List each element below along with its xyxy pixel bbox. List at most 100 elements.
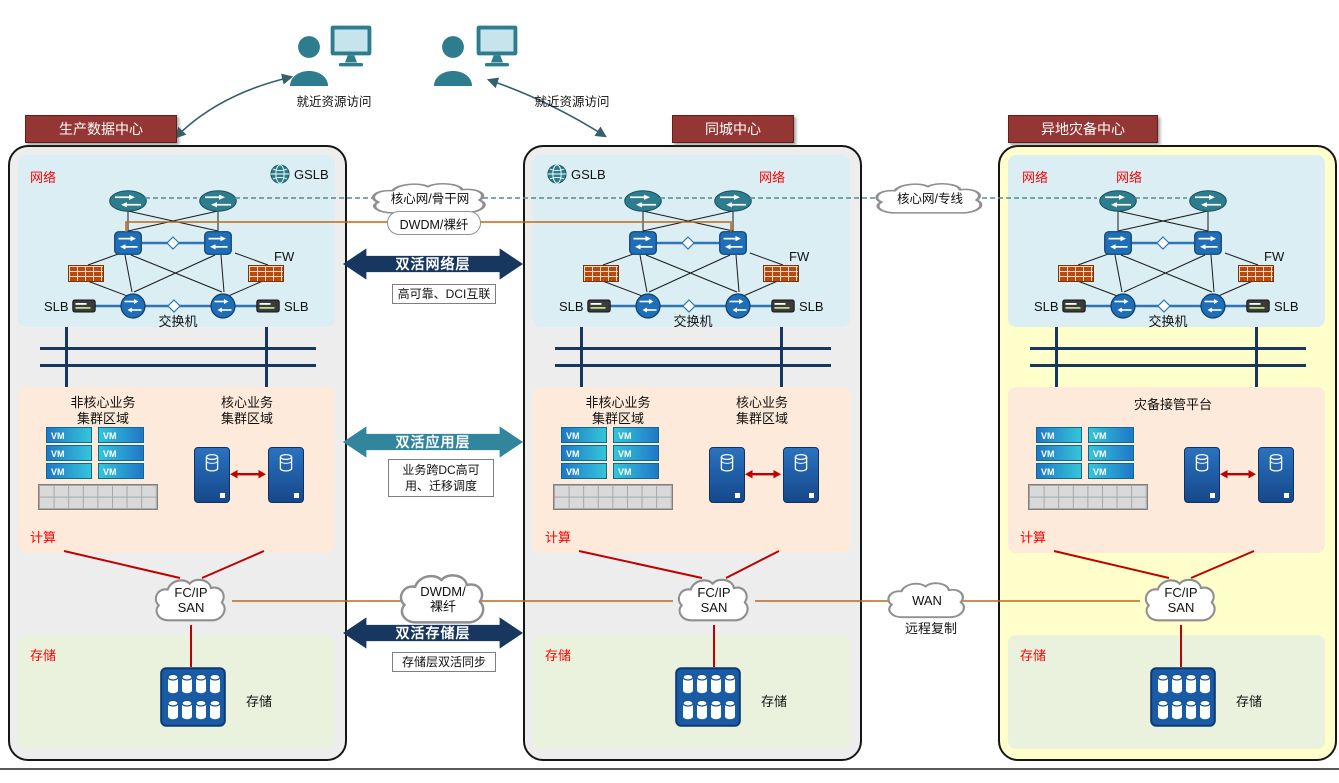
switch-caption: 交换机 — [158, 314, 198, 329]
datacenter-disaster-recovery: 网络 网络 FW SLB SLB 交换机 灾备接管平台 VM — [998, 145, 1337, 761]
slb-icon — [72, 299, 96, 313]
server-icon — [1258, 447, 1294, 503]
storage-device-label: 存储 — [246, 694, 273, 709]
replication-arrow-icon — [230, 470, 266, 479]
slb-label: SLB — [559, 299, 584, 314]
replication-arrow-icon — [745, 470, 781, 479]
vm-stack: VM VM VM — [561, 427, 607, 481]
vm-stack: VM VM VM — [98, 427, 144, 481]
compute-layer-label: 计算 — [30, 530, 57, 545]
compute-layer-panel: 灾备接管平台 VM VM VM VM VM VM 计算 — [1008, 387, 1325, 553]
dc-title-samecity: 同城中心 — [672, 115, 794, 143]
storage-layer-panel: 存储 存储 — [533, 635, 850, 749]
network-layer-panel: 网络 GSLB FW SLB SLB 交换机 — [18, 155, 335, 329]
server-icon — [268, 447, 304, 503]
vm-stack: VM VM VM — [46, 427, 92, 481]
firewall-icon — [583, 265, 619, 282]
datacenter-samecity: GSLB 网络 FW SLB SLB 交换机 非核心业务 集群区域 核心业务 集… — [523, 145, 862, 761]
storage-layer-panel: 存储 存储 — [1008, 635, 1325, 749]
storage-device-label: 存储 — [1236, 694, 1263, 709]
vm-box: VM — [1036, 463, 1082, 479]
storage-layer-note: 存储层双活同步 — [392, 652, 496, 672]
network-layer-panel: GSLB 网络 FW SLB SLB 交换机 — [533, 155, 850, 329]
gslb-label: GSLB — [571, 167, 606, 182]
slb-label: SLB — [1274, 299, 1299, 314]
vm-box: VM — [46, 463, 92, 479]
vm-box: VM — [46, 427, 92, 443]
slb-icon — [1062, 299, 1086, 313]
network-bus — [40, 347, 316, 350]
blade-chassis-icon — [1028, 484, 1148, 510]
active-active-network-arrow: 双活网络层 — [343, 248, 523, 280]
router-icon — [199, 190, 237, 212]
core-backbone-label: 核心网/骨干网 — [390, 191, 470, 206]
vm-box: VM — [561, 427, 607, 443]
router-icon — [714, 190, 752, 212]
app-layer-note: 业务跨DC高可用、迁移调度 — [388, 459, 494, 497]
core-leased-label: 核心网/专线 — [897, 191, 963, 206]
gslb-icon — [270, 164, 290, 184]
wan-label: WAN — [912, 592, 942, 608]
vm-box: VM — [613, 463, 659, 479]
bus-riser — [1055, 327, 1058, 387]
compute-layer-panel: 非核心业务 集群区域 核心业务 集群区域 VM VM VM VM VM VM 计… — [533, 387, 850, 553]
core-switch-icon — [114, 231, 142, 255]
firewall-icon — [763, 265, 799, 282]
server-icon — [783, 447, 819, 503]
bus-riser — [780, 327, 783, 387]
dwdm-fiber-bottom-cloud: DWDM/ 裸纤 — [394, 571, 492, 629]
slb-label: SLB — [44, 299, 69, 314]
dc-title-production: 生产数据中心 — [25, 115, 177, 143]
vm-stack: VM VM VM — [613, 427, 659, 481]
firewall-icon — [1058, 265, 1094, 282]
vm-box: VM — [46, 445, 92, 461]
firewall-label: FW — [1264, 249, 1285, 264]
slb-label: SLB — [1034, 299, 1059, 314]
vm-box: VM — [561, 445, 607, 461]
core-cluster-title: 核心业务 集群区域 — [735, 395, 788, 427]
vm-box: VM — [1088, 445, 1134, 461]
footer-divider — [0, 768, 1339, 770]
network-bus — [1030, 364, 1306, 367]
monitor-icon — [330, 25, 372, 67]
network-bus — [40, 364, 316, 367]
nearby-access-label: 就近资源访问 — [296, 94, 372, 109]
core-switch-icon — [1194, 231, 1222, 255]
router-icon — [624, 190, 662, 212]
san-cloud: FC/IP SAN — [150, 576, 232, 626]
dwdm-fiber-top-label: DWDM/裸纤 — [387, 211, 481, 235]
gslb-icon — [547, 164, 567, 184]
bus-riser — [265, 327, 268, 387]
vm-stack: VM VM VM — [1088, 427, 1134, 481]
network-layer-panel: 网络 网络 FW SLB SLB 交换机 — [1008, 155, 1325, 329]
core-switch-icon — [204, 231, 232, 255]
storage-array-icon — [675, 667, 741, 727]
monitor-icon — [476, 25, 518, 67]
san-label: FC/IP SAN — [174, 585, 208, 615]
vm-box: VM — [1036, 427, 1082, 443]
storage-layer-label: 存储 — [545, 648, 572, 663]
slb-icon — [771, 299, 795, 313]
storage-layer-label: 存储 — [30, 648, 57, 663]
blade-chassis-icon — [553, 484, 673, 510]
person-icon — [289, 36, 329, 86]
storage-array-icon — [1150, 667, 1216, 727]
blade-chassis-icon — [38, 484, 158, 510]
noncore-cluster-title: 非核心业务 集群区域 — [585, 395, 651, 427]
vm-box: VM — [613, 445, 659, 461]
router-icon — [1189, 190, 1227, 212]
storage-layer-panel: 存储 存储 — [18, 635, 335, 749]
core-cluster-title: 核心业务 集群区域 — [220, 395, 273, 427]
network-layer-label: 网络 — [1116, 170, 1143, 185]
vm-box: VM — [98, 463, 144, 479]
vm-cluster: VM VM VM VM VM VM — [561, 427, 659, 481]
router-icon — [1099, 190, 1137, 212]
bus-riser — [580, 327, 583, 387]
core-switch-icon — [629, 231, 657, 255]
datacenter-production: 网络 GSLB FW SLB SLB 交换机 非核心业务 集群区域 核心业务 集… — [8, 145, 347, 761]
server-icon — [1184, 447, 1220, 503]
slb-icon — [1246, 299, 1270, 313]
person-icon — [433, 36, 473, 86]
network-layer-label: 网络 — [1022, 170, 1049, 185]
